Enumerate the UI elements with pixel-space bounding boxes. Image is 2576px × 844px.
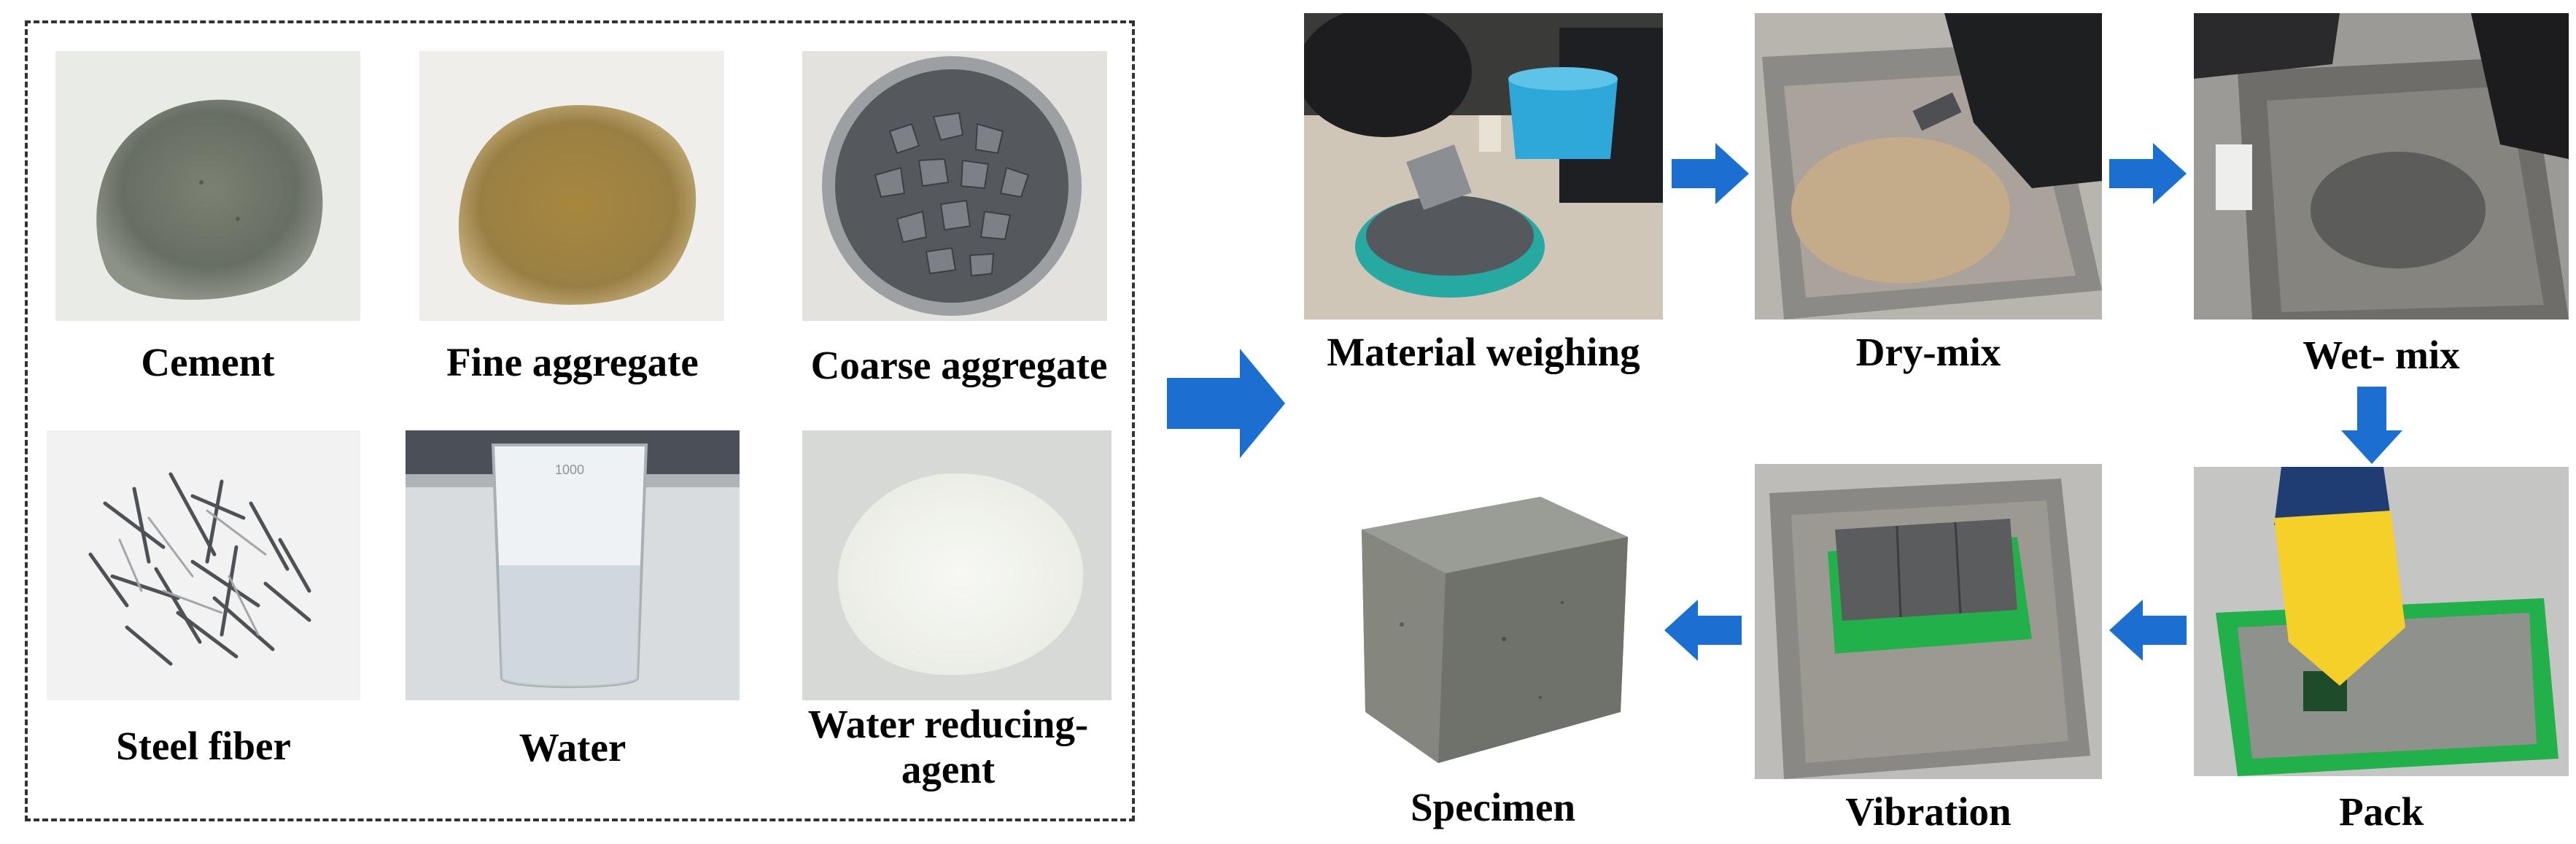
steel-fiber-photo bbox=[47, 430, 360, 700]
pack-label: Pack bbox=[2338, 789, 2424, 834]
arrow-right-main-icon bbox=[1167, 349, 1285, 458]
dry-mix-label: Dry-mix bbox=[1855, 330, 2001, 374]
water-reducing-agent-photo bbox=[802, 430, 1112, 700]
specimen-photo bbox=[1358, 493, 1628, 770]
arrow-right-1-icon bbox=[1672, 143, 1749, 204]
arrow-left-2-icon bbox=[1664, 600, 1742, 661]
wet-mix-label: Wet- mix bbox=[2303, 333, 2460, 377]
beaker-marking: 1000 bbox=[555, 462, 584, 477]
pack-photo bbox=[2194, 467, 2569, 776]
dry-mix-photo bbox=[1755, 13, 2102, 320]
water-reducing-agent-label: Water reducing-agent bbox=[807, 702, 1089, 791]
coarse-aggregate-photo bbox=[802, 51, 1107, 321]
arrow-left-1-icon bbox=[2109, 600, 2187, 661]
arrow-right-2-icon bbox=[2109, 143, 2187, 204]
vibration-photo bbox=[1755, 464, 2102, 779]
raw-materials-frame bbox=[25, 20, 1135, 821]
material-weighing-label: Material weighing bbox=[1327, 330, 1640, 374]
cement-label: Cement bbox=[141, 340, 275, 384]
cement-photo bbox=[55, 51, 360, 321]
material-weighing-photo bbox=[1304, 13, 1663, 320]
coarse-aggregate-label: Coarse aggregate bbox=[810, 343, 1108, 387]
specimen-label: Specimen bbox=[1410, 785, 1576, 829]
fine-aggregate-photo bbox=[419, 51, 724, 321]
vibration-label: Vibration bbox=[1845, 789, 2011, 834]
wet-mix-photo bbox=[2194, 13, 2569, 320]
water-label: Water bbox=[519, 725, 626, 770]
steel-fiber-label: Steel fiber bbox=[116, 724, 291, 768]
fine-aggregate-label: Fine aggregate bbox=[446, 340, 699, 384]
arrow-down-icon bbox=[2341, 387, 2402, 464]
water-photo: 1000 bbox=[406, 430, 740, 700]
